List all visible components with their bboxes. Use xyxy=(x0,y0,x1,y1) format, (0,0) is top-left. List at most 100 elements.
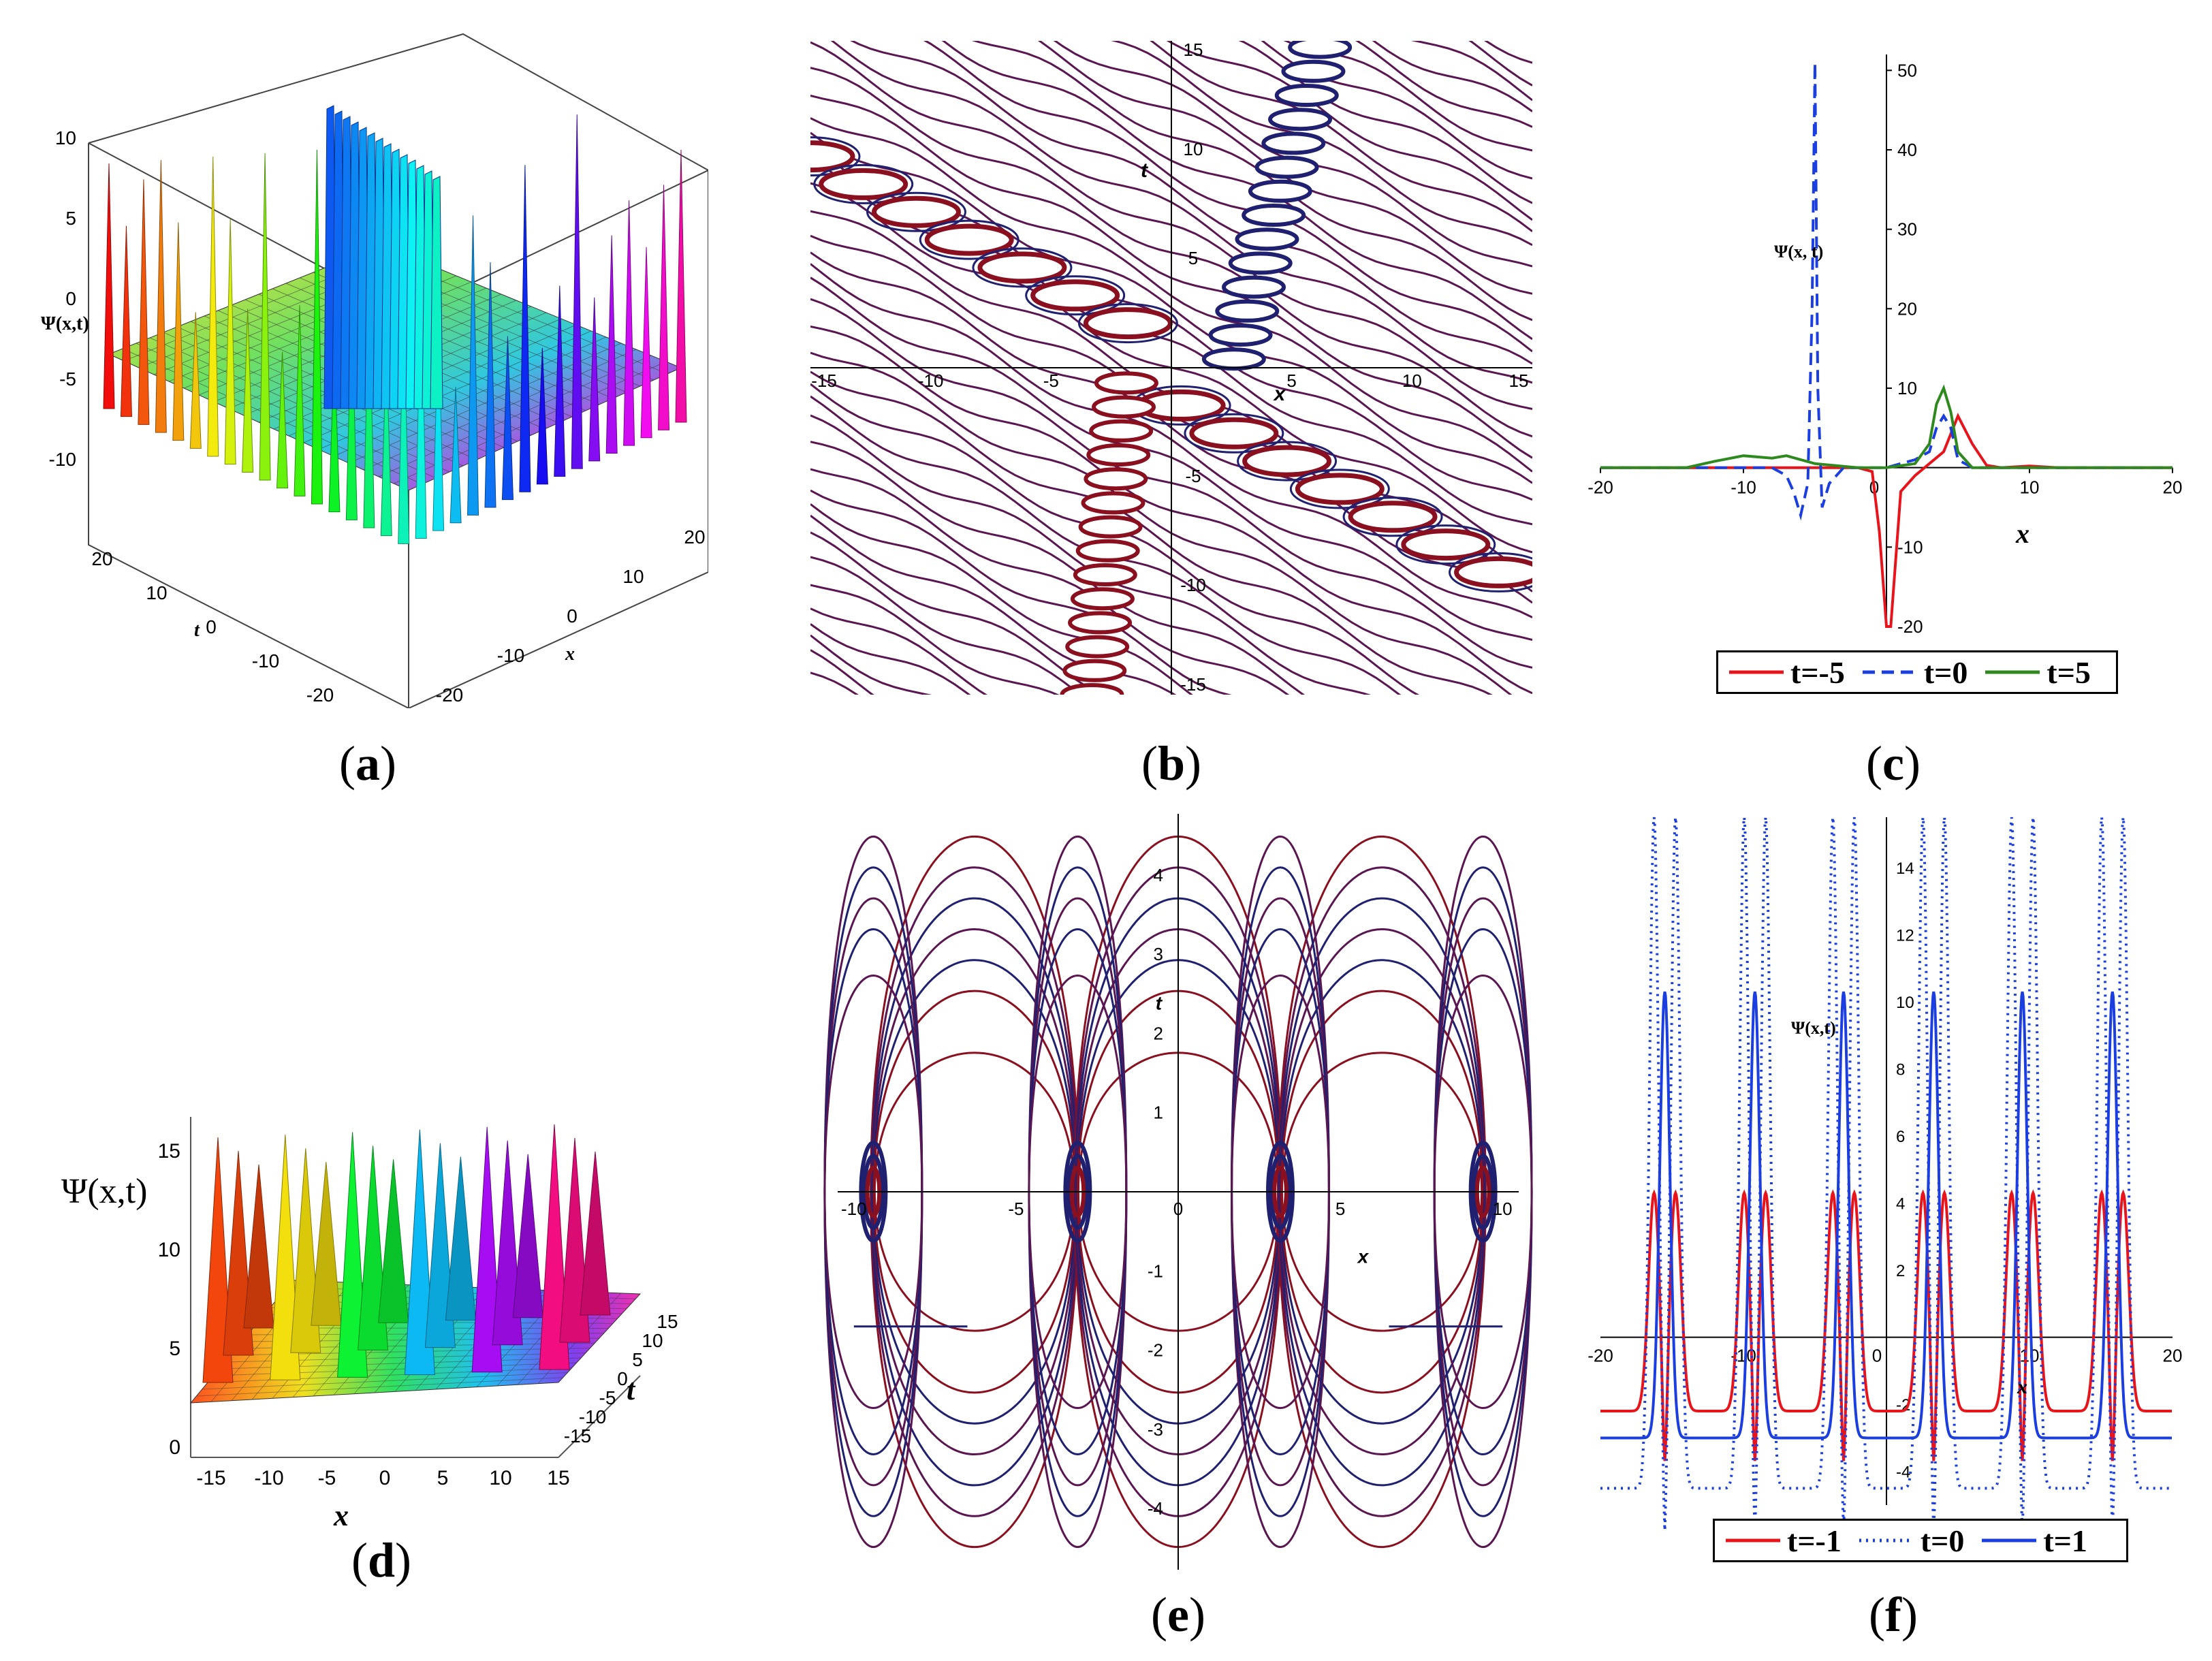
xlabel-c: x xyxy=(2016,518,2029,549)
y-tick-e: -3 xyxy=(1148,1419,1163,1440)
caption-c-letter: c xyxy=(1882,736,1904,791)
contour-arc xyxy=(870,835,1079,1192)
t-tick-d: -10 xyxy=(579,1406,606,1427)
y-tick-e: 4 xyxy=(1154,865,1163,885)
y-tick-c: 40 xyxy=(1897,140,1917,160)
xlabel-b: x xyxy=(1273,383,1286,405)
contour-arc xyxy=(1278,897,1486,1192)
x-tick-d: -15 xyxy=(196,1467,225,1489)
x-tick-d: 5 xyxy=(437,1467,449,1489)
series-line-2 xyxy=(1600,384,2172,469)
grid-line xyxy=(363,349,637,471)
y-tick-e: 1 xyxy=(1154,1103,1163,1123)
bounding-box xyxy=(88,33,708,708)
grid-line xyxy=(202,1372,568,1390)
surface-spike xyxy=(120,225,132,417)
surface-peak xyxy=(471,1126,503,1373)
t-axis xyxy=(558,1375,641,1458)
surface-peak xyxy=(243,1164,274,1329)
contour-arc xyxy=(872,1191,1077,1425)
x-tick-c: -10 xyxy=(1731,477,1756,498)
soliton-band xyxy=(1215,299,1280,323)
x-tick-d: -10 xyxy=(254,1467,283,1489)
y-tick-e: -2 xyxy=(1148,1340,1163,1361)
y-tick-c: -20 xyxy=(1897,616,1923,637)
y-tick-b: 5 xyxy=(1188,248,1198,268)
surface-peak xyxy=(404,1129,435,1376)
x-tick-e: -10 xyxy=(841,1199,867,1219)
caption-e-letter: e xyxy=(1167,1587,1189,1642)
t-tick-d: -5 xyxy=(599,1387,616,1408)
contour-line xyxy=(1372,41,1532,112)
contour-arc-edge xyxy=(1231,1191,1330,1409)
surface-spike xyxy=(398,298,410,544)
contour-arc-edge xyxy=(1028,1191,1128,1549)
legend-c-item-0: t=-5 xyxy=(1729,654,1845,691)
caption-f-letter: f xyxy=(1885,1587,1901,1642)
soliton-ellipse xyxy=(871,195,961,228)
legend-f-label-2: t=1 xyxy=(2043,1523,2087,1558)
surface-peak xyxy=(580,1151,611,1316)
soliton-band xyxy=(1073,563,1137,586)
soliton-ellipse xyxy=(1348,501,1438,533)
caption-b-letter: b xyxy=(1157,736,1186,791)
contour-arc xyxy=(1279,959,1485,1192)
contour-arc-edge xyxy=(1028,1191,1128,1455)
contour-arc xyxy=(870,866,1079,1192)
soliton-band xyxy=(1288,41,1353,59)
zlabel-d: Ψ(x,t) xyxy=(61,1172,148,1211)
surface-peak xyxy=(445,1156,476,1321)
contour-arc-edge xyxy=(1231,835,1330,1192)
surface-spike xyxy=(484,262,496,508)
surface-spike xyxy=(207,156,219,457)
t-tick-d: 0 xyxy=(617,1368,628,1389)
contour-arc-edge xyxy=(1231,1191,1330,1549)
series-line-2 xyxy=(1600,991,2172,1440)
surface-spike xyxy=(519,165,531,492)
surface-spike xyxy=(276,351,289,489)
series-line-1 xyxy=(1600,817,2172,1531)
contour-arc-edge xyxy=(1028,928,1128,1192)
contour-arc xyxy=(873,1191,1076,1332)
soliton-ring xyxy=(1025,275,1126,316)
contour-arc-edge xyxy=(1028,866,1128,1192)
soliton-ring xyxy=(810,136,861,177)
x-tick-f: 10 xyxy=(2020,1346,2040,1366)
surface-spike xyxy=(501,336,514,501)
soliton-band xyxy=(1208,323,1273,347)
contour-arc-edge xyxy=(823,1191,923,1517)
soliton-ring xyxy=(1289,469,1390,509)
x-tick-c: 20 xyxy=(2163,477,2183,498)
surface-spike xyxy=(345,302,358,520)
legend-c-swatch-1 xyxy=(1862,670,1917,674)
x-tick-b: 10 xyxy=(1402,370,1422,391)
contour-arc-edge xyxy=(823,975,923,1192)
legend-c-label-2: t=5 xyxy=(2047,654,2091,690)
soliton-ring xyxy=(972,247,1073,288)
legend-f-item-0: t=-1 xyxy=(1726,1523,1842,1559)
x-tick-e: -5 xyxy=(1008,1199,1024,1219)
contour-arc xyxy=(870,1191,1078,1487)
caption-d: (d) xyxy=(351,1533,411,1587)
xlabel-a: x xyxy=(565,644,575,665)
contour-arc-edge xyxy=(1433,1191,1533,1549)
surface-spike xyxy=(640,247,652,439)
y-tick-b: -15 xyxy=(1180,674,1206,695)
caption-b: (b) xyxy=(1141,736,1201,791)
x-tick-a: -20 xyxy=(436,684,463,706)
y-tick-b: 15 xyxy=(1184,41,1203,60)
soliton-ring xyxy=(919,219,1020,260)
contour-arc xyxy=(872,959,1077,1192)
soliton-band xyxy=(1281,59,1346,83)
soliton-ring xyxy=(813,163,914,204)
soliton-ellipse xyxy=(1401,528,1491,561)
x-tick-b: 15 xyxy=(1509,370,1529,391)
surface-spike xyxy=(294,305,306,496)
surface-spike xyxy=(536,347,548,485)
x-tick-d: 15 xyxy=(547,1467,569,1489)
surface-peak xyxy=(539,1124,570,1370)
contour-arc-edge xyxy=(1028,1191,1128,1409)
x-tick-e: 10 xyxy=(1493,1199,1513,1219)
contour-arc xyxy=(872,990,1077,1192)
